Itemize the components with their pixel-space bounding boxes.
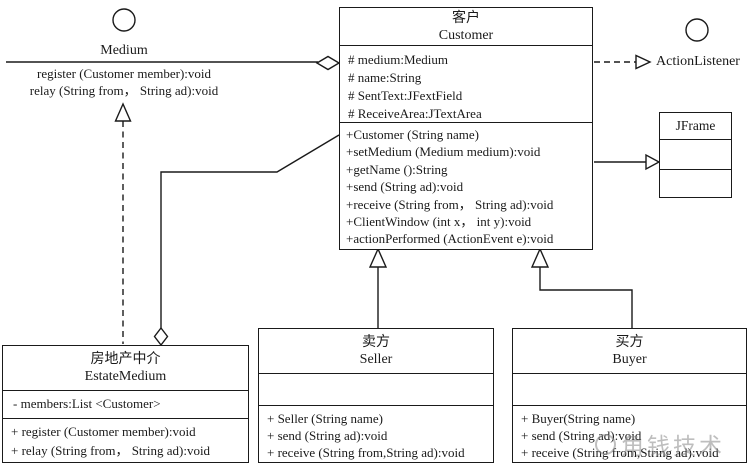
seller-generalization-arrow: [368, 247, 388, 268]
class-name-en: EstateMedium: [84, 369, 167, 384]
class-seller: 卖方 Seller + Seller (String name) + send …: [258, 328, 494, 463]
class-buyer-methods: + Buyer(String name) + send (String ad):…: [513, 406, 746, 461]
class-name-cn: 买方: [615, 335, 644, 350]
method-line: +receive (String from， String ad):void: [346, 196, 554, 212]
buyer-generalization-line: [539, 267, 633, 328]
method-line: + send (String ad):void: [521, 428, 642, 443]
class-name-cn: 卖方: [362, 335, 390, 350]
class-customer-title: 客户 Customer: [340, 8, 592, 46]
class-customer-attributes: # medium:Medium # name:String # SentText…: [340, 46, 592, 123]
method-line: +Customer (String name): [346, 127, 479, 142]
class-buyer-title: 买方 Buyer: [513, 329, 746, 374]
class-seller-attributes: [259, 374, 493, 406]
class-customer-methods: +Customer (String name) +setMedium (Medi…: [340, 123, 592, 248]
class-name-cn: 客户: [452, 11, 480, 26]
class-seller-methods: + Seller (String name) + send (String ad…: [259, 406, 493, 461]
actionlistener-realization-arrow: [635, 54, 652, 70]
method-line: +setMedium (Medium medium):void: [346, 144, 541, 160]
method-line: +ClientWindow (int x， int y):void: [346, 214, 532, 230]
medium-operation: register (Customer member):void: [36, 66, 211, 81]
class-estatemedium-attributes: - members:List <Customer>: [3, 391, 248, 419]
estatemedium-realization-arrow: [114, 102, 132, 122]
method-line: + receive (String from,String ad):void: [267, 445, 465, 460]
method-line: +getName ():String: [346, 161, 448, 177]
class-jframe-methods: [660, 170, 731, 196]
medium-interface-name: Medium: [100, 43, 148, 58]
actionlistener-interface-circle: [685, 18, 709, 42]
jframe-generalization-arrow: [645, 153, 661, 171]
method-line: + Seller (String name): [267, 411, 383, 426]
class-buyer: 买方 Buyer + Buyer(String name) + send (St…: [512, 328, 747, 463]
customer-aggregation-diamond: [315, 55, 341, 71]
class-jframe-title: JFrame: [660, 113, 731, 140]
class-name-en: JFrame: [675, 118, 716, 133]
method-line: + Buyer(String name): [521, 411, 636, 426]
medium-interface-circle: [112, 8, 136, 32]
attribute-line: # SentText:JFextField: [348, 88, 463, 103]
class-jframe-attributes: [660, 140, 731, 170]
class-estatemedium-title: 房地产中介 EstateMedium: [3, 346, 248, 391]
class-name-en: Seller: [359, 352, 393, 367]
medium-operation: relay (String from， String ad):void: [29, 83, 219, 98]
buyer-generalization-arrow: [530, 247, 550, 268]
attribute-line: # medium:Medium: [348, 52, 449, 67]
class-name-en: Customer: [438, 27, 494, 43]
estatemedium-aggregation-diamond: [153, 326, 169, 347]
class-name-en: Buyer: [612, 352, 647, 367]
method-line: + receive (String from,String ad):void: [521, 445, 719, 460]
class-estatemedium: 房地产中介 EstateMedium - members:List <Custo…: [2, 345, 249, 463]
medium-interface-operations: register (Customer member):void relay (S…: [2, 65, 246, 99]
class-estatemedium-methods: + register (Customer member):void + rela…: [3, 419, 248, 460]
class-jframe: JFrame: [659, 112, 732, 198]
estatemedium-aggregation-line: [160, 134, 340, 329]
method-line: +actionPerformed (ActionEvent e):void: [346, 231, 554, 247]
method-line: + register (Customer member):void: [11, 424, 196, 439]
class-name-cn: 房地产中介: [90, 352, 161, 367]
actionlistener-label: ActionListener: [656, 54, 740, 69]
attribute-line: # ReceiveArea:JTextArea: [348, 106, 482, 121]
attribute-line: - members:List <Customer>: [13, 396, 161, 411]
method-line: + relay (String from， String ad):void: [11, 443, 211, 458]
method-line: + send (String ad):void: [267, 428, 388, 443]
method-line: +send (String ad):void: [346, 179, 464, 195]
class-buyer-attributes: [513, 374, 746, 406]
class-customer: 客户 Customer # medium:Medium # name:Strin…: [339, 7, 593, 250]
class-seller-title: 卖方 Seller: [259, 329, 493, 374]
attribute-line: # name:String: [348, 70, 422, 85]
